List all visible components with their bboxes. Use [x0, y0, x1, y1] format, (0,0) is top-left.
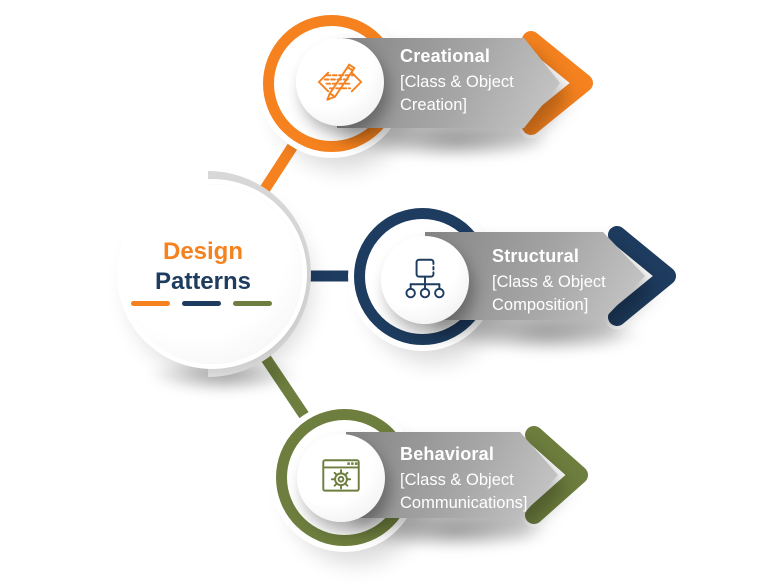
structural-icon-circle [381, 236, 469, 324]
window-gear-icon [322, 459, 360, 492]
legend-dashes [131, 301, 272, 306]
legend-dash-orange [131, 301, 170, 306]
center-title-patterns: Patterns [154, 268, 252, 295]
creational-subtitle-line-2: Creation] [400, 96, 467, 114]
center-title-design: Design [162, 238, 243, 265]
center-circle [122, 184, 302, 364]
behavioral-subtitle-line-1: [Class & Object [400, 471, 514, 489]
legend-dash-olive [233, 301, 272, 306]
code-pencil-icon [317, 63, 363, 101]
behavioral-subtitle-line-2: Communications] [400, 494, 528, 512]
creational-subtitle-line-1: [Class & Object [400, 73, 514, 91]
behavioral-title: Behavioral [400, 444, 495, 464]
legend-dash-navy [182, 301, 221, 306]
structural-subtitle-line-2: Composition] [492, 296, 589, 314]
creational-icon-circle [296, 38, 384, 126]
structural-title: Structural [492, 246, 580, 266]
structural-subtitle-line-1: [Class & Object [492, 273, 606, 291]
behavioral-text-block: Behavioral [Class & Object Communication… [400, 444, 545, 515]
center-title: Design Patterns [113, 237, 293, 297]
hierarchy-icon [405, 258, 445, 299]
structural-text-block: Structural [Class & Object Composition] [492, 246, 622, 317]
creational-title: Creational [400, 46, 491, 66]
creational-text-block: Creational [Class & Object Creation] [400, 46, 530, 117]
behavioral-icon-circle [297, 434, 385, 522]
